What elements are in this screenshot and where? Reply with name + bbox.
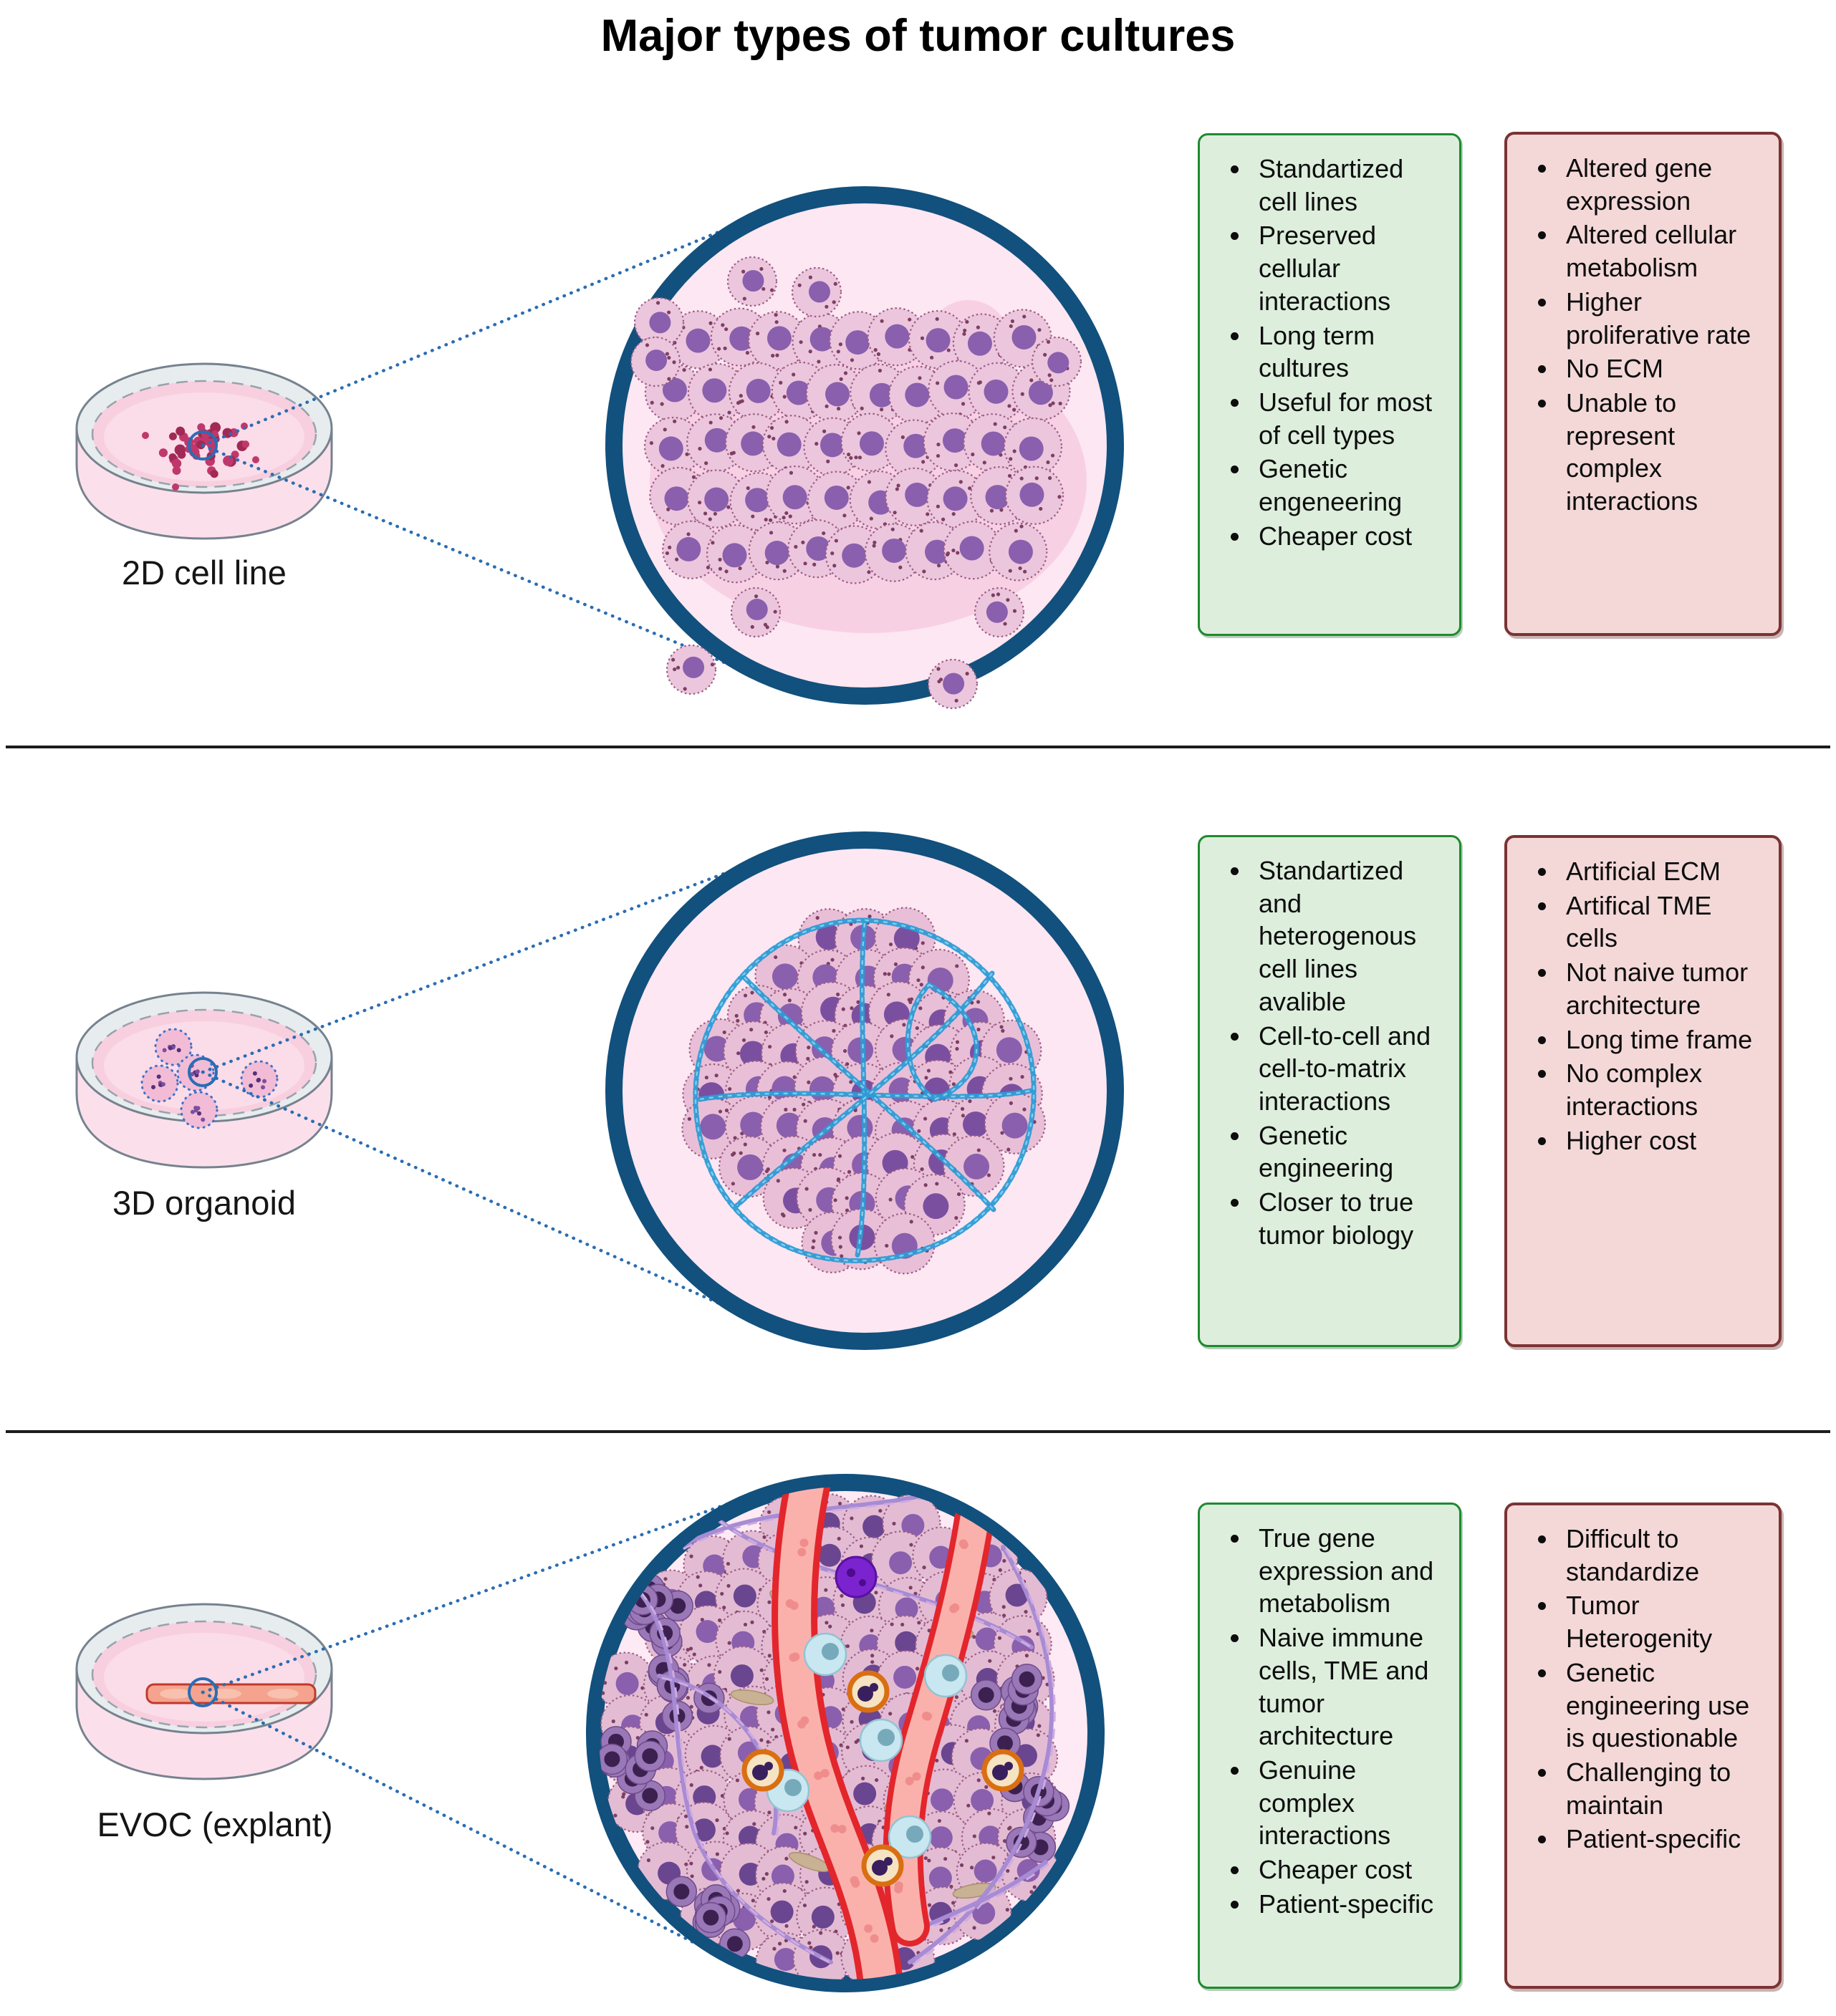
figure-title: Major types of tumor cultures <box>600 11 1236 61</box>
row-separator-2 <box>6 1430 1830 1433</box>
row-separator-1 <box>6 746 1830 748</box>
